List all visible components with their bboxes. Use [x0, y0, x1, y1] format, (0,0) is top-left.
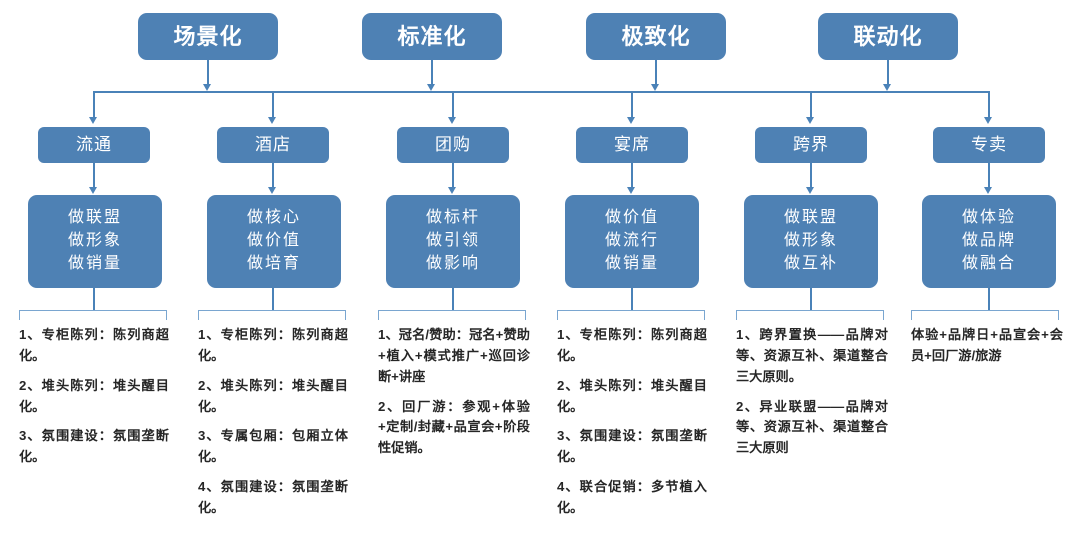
arrow-goal-4-drop: [627, 187, 635, 194]
arrow-strategy-1-drop: [203, 84, 211, 91]
goal-box-3-label: 做标杆 做引领 做影响: [425, 209, 480, 272]
connector-goal-1-drop: [93, 163, 95, 188]
arrow-goal-1-drop: [89, 187, 97, 194]
detail-item: 3、专属包厢：包厢立体化。: [198, 428, 348, 465]
connector-detail-6-stem: [988, 288, 990, 311]
connector-channel-1-drop: [93, 91, 95, 118]
connector-detail-2-stem: [272, 288, 274, 311]
goal-box-5-label: 做联盟 做形象 做互补: [783, 209, 838, 272]
channel-box-1-label: 流通: [76, 134, 112, 154]
strategy-box-3-label: 极致化: [621, 23, 691, 49]
arrow-goal-2-drop: [268, 187, 276, 194]
arrow-channel-5-drop: [806, 117, 814, 124]
detail-item: 体验+品牌日+品宣会+会员+回厂游/旅游: [911, 327, 1063, 363]
connector-detail-5-stem: [810, 288, 812, 311]
channel-box-4[interactable]: 宴席: [576, 127, 688, 163]
connector-goal-4-drop: [631, 163, 633, 188]
detail-item: 2、异业联盟——品牌对等、资源互补、渠道整合三大原则: [736, 398, 888, 456]
connector-goal-3-drop: [452, 163, 454, 188]
strategy-box-1[interactable]: 场景化: [138, 13, 278, 60]
goal-box-5[interactable]: 做联盟 做形象 做互补: [744, 195, 878, 288]
arrow-goal-6-drop: [984, 187, 992, 194]
channel-box-2[interactable]: 酒店: [217, 127, 329, 163]
channel-box-6[interactable]: 专卖: [933, 127, 1045, 163]
detail-bracket-1: [19, 310, 167, 320]
connector-channel-3-drop: [452, 91, 454, 118]
detail-item: 1、专柜陈列：陈列商超化。: [557, 327, 707, 363]
strategy-box-2[interactable]: 标准化: [362, 13, 502, 60]
goal-box-3[interactable]: 做标杆 做引领 做影响: [386, 195, 520, 288]
goal-box-1-label: 做联盟 做形象 做销量: [67, 209, 122, 272]
strategy-box-3[interactable]: 极致化: [586, 13, 726, 60]
goal-box-4-label: 做价值 做流行 做销量: [604, 209, 659, 272]
detail-item: 1、专柜陈列：陈列商超化。: [198, 327, 348, 363]
strategy-box-2-label: 标准化: [397, 23, 467, 49]
detail-column-4: 1、专柜陈列：陈列商超化。 2、堆头陈列：堆头醒目化。 3、氛围建设：氛围垄断化…: [557, 325, 707, 519]
detail-item: 1、跨界置换——品牌对等、资源互补、渠道整合三大原则。: [736, 327, 888, 384]
channel-box-1[interactable]: 流通: [38, 127, 150, 163]
channel-box-5-label: 跨界: [793, 134, 829, 154]
detail-column-3: 1、冠名/赞助：冠名+赞助+植入+模式推广+巡回诊断+讲座 2、回厂游：参观+体…: [378, 325, 530, 459]
channel-box-3[interactable]: 团购: [397, 127, 509, 163]
connector-detail-3-stem: [452, 288, 454, 311]
connector-detail-1-stem: [93, 288, 95, 311]
detail-item: 3、氛围建设：氛围垄断化。: [557, 428, 707, 465]
goal-box-2[interactable]: 做核心 做价值 做培育: [207, 195, 341, 288]
detail-item: 2、堆头陈列：堆头醒目化。: [19, 377, 169, 414]
goal-box-1[interactable]: 做联盟 做形象 做销量: [28, 195, 162, 288]
arrow-goal-3-drop: [448, 187, 456, 194]
arrow-channel-2-drop: [268, 117, 276, 124]
detail-bracket-2: [198, 310, 346, 320]
goal-box-2-label: 做核心 做价值 做培育: [246, 209, 301, 272]
connector-channel-2-drop: [272, 91, 274, 118]
detail-item: 2、堆头陈列：堆头醒目化。: [198, 377, 348, 414]
connector-channel-6-drop: [988, 91, 990, 118]
channel-box-2-label: 酒店: [255, 134, 291, 154]
detail-column-5: 1、跨界置换——品牌对等、资源互补、渠道整合三大原则。 2、异业联盟——品牌对等…: [736, 325, 888, 459]
connector-goal-2-drop: [272, 163, 274, 188]
channel-box-4-label: 宴席: [614, 134, 650, 154]
goal-box-6[interactable]: 做体验 做品牌 做融合: [922, 195, 1056, 288]
detail-column-2: 1、专柜陈列：陈列商超化。 2、堆头陈列：堆头醒目化。 3、专属包厢：包厢立体化…: [198, 325, 348, 519]
arrow-channel-6-drop: [984, 117, 992, 124]
detail-bracket-3: [378, 310, 526, 320]
arrow-channel-3-drop: [448, 117, 456, 124]
connector-strategy-3-drop: [655, 60, 657, 85]
detail-item: 3、氛围建设：氛围垄断化。: [19, 428, 169, 465]
arrow-strategy-2-drop: [427, 84, 435, 91]
strategy-box-4[interactable]: 联动化: [818, 13, 958, 60]
detail-item: 4、联合促销：多节植入化。: [557, 479, 707, 516]
arrow-channel-1-drop: [89, 117, 97, 124]
connector-strategy-1-drop: [207, 60, 209, 85]
detail-bracket-5: [736, 310, 884, 320]
detail-item: 4、氛围建设：氛围垄断化。: [198, 479, 348, 516]
detail-bracket-4: [557, 310, 705, 320]
connector-goal-5-drop: [810, 163, 812, 188]
channel-box-5[interactable]: 跨界: [755, 127, 867, 163]
strategy-box-1-label: 场景化: [173, 23, 243, 49]
connector-strategy-2-drop: [431, 60, 433, 85]
connector-spine: [93, 91, 989, 93]
arrow-strategy-3-drop: [651, 84, 659, 91]
detail-item: 1、冠名/赞助：冠名+赞助+植入+模式推广+巡回诊断+讲座: [378, 327, 530, 384]
detail-column-1: 1、专柜陈列：陈列商超化。 2、堆头陈列：堆头醒目化。 3、氛围建设：氛围垄断化…: [19, 325, 169, 468]
goal-box-4[interactable]: 做价值 做流行 做销量: [565, 195, 699, 288]
channel-box-6-label: 专卖: [971, 134, 1007, 154]
detail-bracket-6: [911, 310, 1059, 320]
connector-goal-6-drop: [988, 163, 990, 188]
connector-channel-4-drop: [631, 91, 633, 118]
connector-detail-4-stem: [631, 288, 633, 311]
arrow-strategy-4-drop: [883, 84, 891, 91]
detail-item: 2、回厂游：参观+体验+定制/封藏+品宣会+阶段性促销。: [378, 398, 530, 456]
strategy-box-4-label: 联动化: [853, 23, 923, 49]
connector-strategy-4-drop: [887, 60, 889, 85]
detail-item: 1、专柜陈列：陈列商超化。: [19, 327, 169, 363]
channel-box-3-label: 团购: [435, 134, 471, 154]
arrow-goal-5-drop: [806, 187, 814, 194]
arrow-channel-4-drop: [627, 117, 635, 124]
detail-item: 2、堆头陈列：堆头醒目化。: [557, 377, 707, 414]
detail-column-6: 体验+品牌日+品宣会+会员+回厂游/旅游: [911, 325, 1063, 367]
connector-channel-5-drop: [810, 91, 812, 118]
goal-box-6-label: 做体验 做品牌 做融合: [961, 209, 1016, 272]
